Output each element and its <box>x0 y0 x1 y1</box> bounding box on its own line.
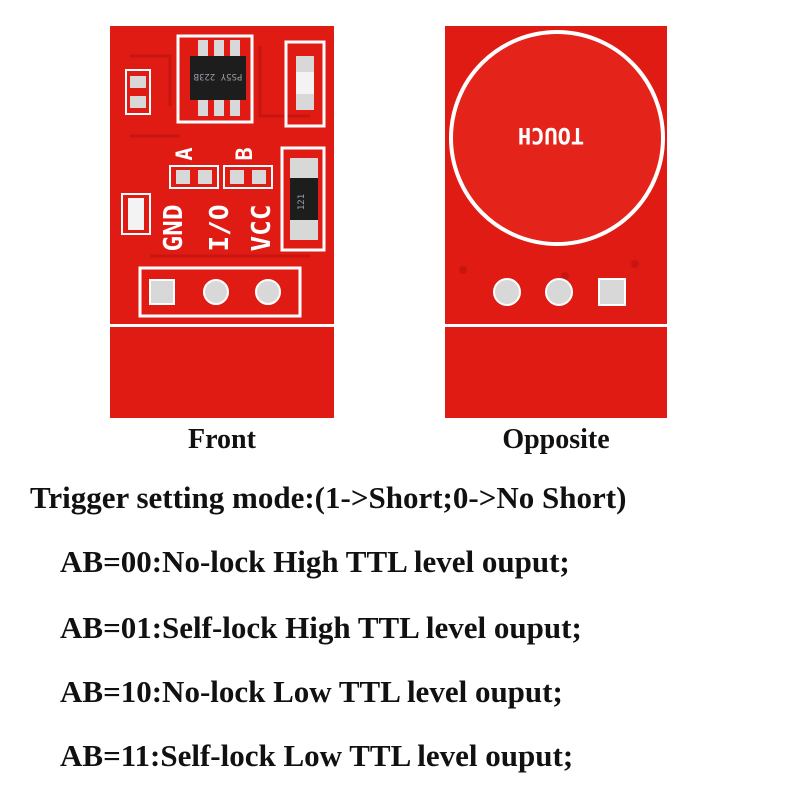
ic-marking: PS5Y 223B <box>194 71 243 81</box>
opposite-caption: Opposite <box>502 424 610 455</box>
opposite-board-image: TOUCH <box>445 26 667 418</box>
trigger-mode-title: Trigger setting mode:(1->Short;0->No Sho… <box>30 480 627 515</box>
pin-label-vcc: VCC <box>247 205 277 252</box>
front-caption: Front <box>188 424 256 455</box>
jumper-label-a: A <box>173 147 198 160</box>
touch-pad-label: TOUCH <box>518 122 584 147</box>
mode-line-10: AB=10:No-lock Low TTL level ouput; <box>60 674 563 709</box>
resistor-marking: 121 <box>297 194 307 210</box>
jumper-label-b: B <box>233 147 258 160</box>
pin-label-gnd: GND <box>159 205 189 252</box>
pin-label-io: I/O <box>205 205 235 252</box>
mode-line-00: AB=00:No-lock High TTL level ouput; <box>60 544 570 579</box>
mode-line-11: AB=11:Self-lock Low TTL level ouput; <box>60 738 574 773</box>
front-board-image: PS5Y 223B A B 121 GND I/O VCC <box>110 26 334 418</box>
mode-line-01: AB=01:Self-lock High TTL level ouput; <box>60 610 582 645</box>
